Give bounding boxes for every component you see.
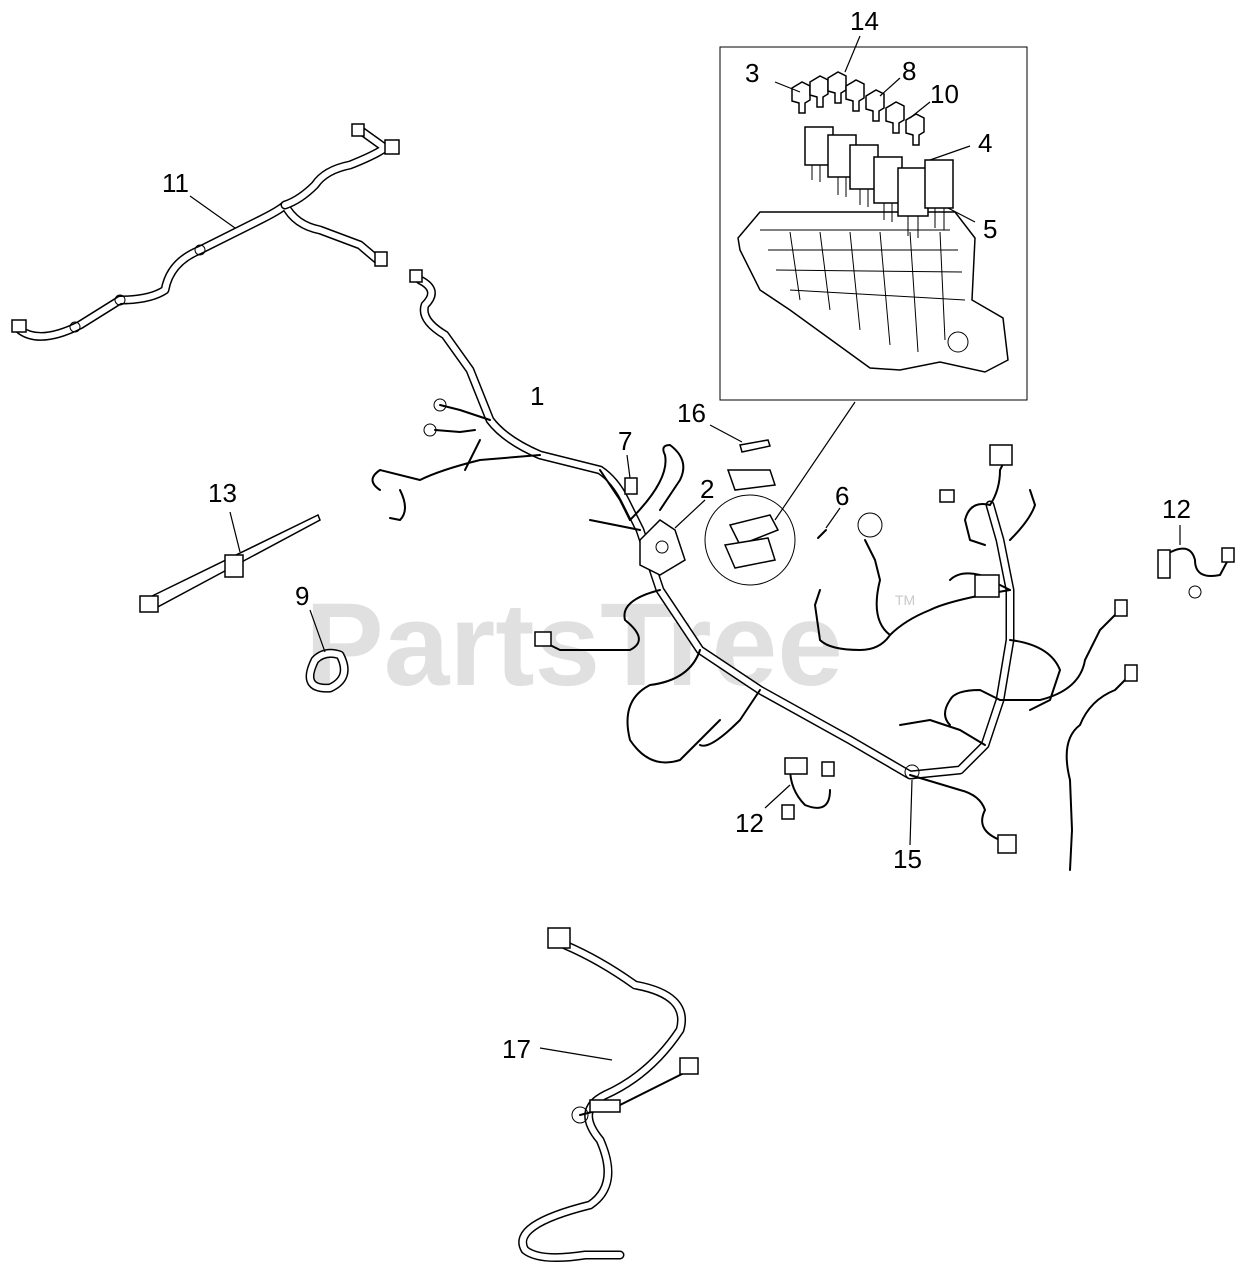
- cable-tie-item-13: [139, 511, 321, 613]
- callout-4: 4: [978, 128, 992, 158]
- callout-11: 11: [162, 168, 189, 198]
- watermark-trademark: TM: [895, 592, 915, 608]
- callout-3: 3: [745, 58, 759, 88]
- callout-10: 10: [930, 79, 959, 109]
- harness-item-17: [518, 927, 699, 1263]
- callout-14: 14: [850, 6, 879, 36]
- callout-16: 16: [677, 398, 706, 428]
- callout-12-right: 12: [1162, 494, 1191, 524]
- callout-12-bottom: 12: [735, 808, 764, 838]
- leader-item-15: [909, 779, 913, 846]
- fuse-box-circle: [704, 494, 796, 586]
- relays-item-4-5: [804, 126, 954, 238]
- harness-item-12-bottom: [764, 757, 835, 820]
- sensor-wire: [1065, 674, 1131, 871]
- fuses-item-3-8-10-14: [791, 71, 925, 146]
- callout-8: 8: [902, 56, 916, 86]
- part-item-7: [624, 454, 638, 495]
- callout-17: 17: [502, 1034, 531, 1064]
- relay-box-inset: [719, 35, 1028, 401]
- callout-6: 6: [835, 481, 849, 511]
- harness-item-11: [11, 123, 400, 341]
- callout-13: 13: [208, 478, 237, 508]
- callout-5: 5: [983, 214, 997, 244]
- main-harness-item-1: [371, 269, 1128, 854]
- callout-9: 9: [295, 581, 309, 611]
- callout-7: 7: [618, 426, 632, 456]
- part-item-16: [709, 424, 777, 491]
- clamp-item-9: [305, 609, 349, 693]
- bracket-item-2: [639, 499, 706, 576]
- callout-1: 1: [530, 381, 544, 411]
- callout-2: 2: [700, 474, 714, 504]
- callout-15: 15: [893, 844, 922, 874]
- harness-item-12-right: [1157, 525, 1235, 599]
- inset-leader-line: [774, 401, 856, 521]
- part-item-6: [817, 507, 841, 539]
